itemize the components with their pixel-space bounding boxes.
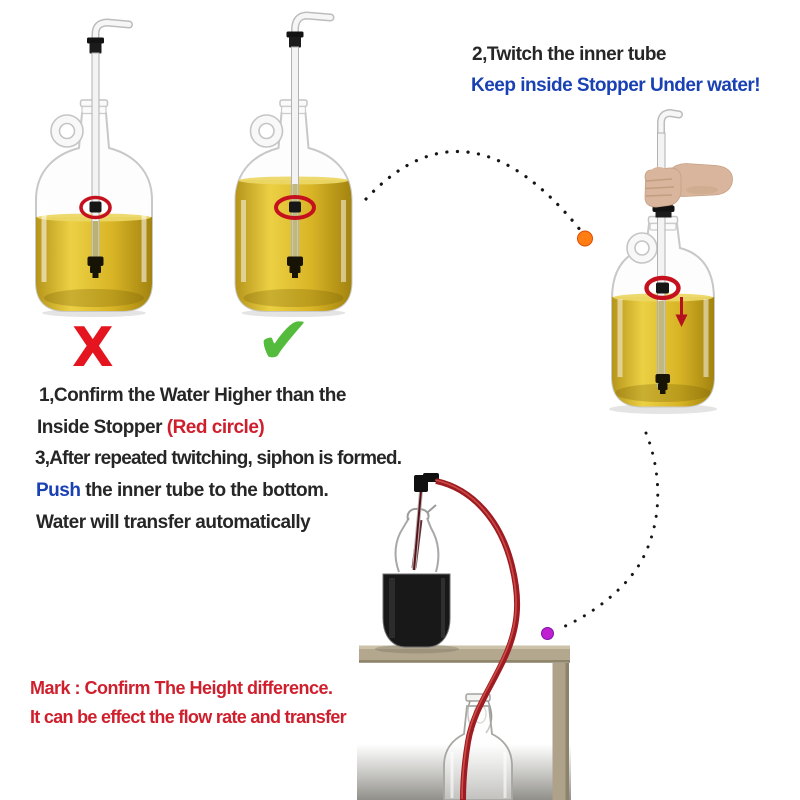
elbow-fitting [423, 473, 439, 482]
table-top [359, 645, 570, 663]
step2-warning: Keep inside Stopper Under water! [471, 75, 761, 96]
jug-twitch [609, 108, 733, 414]
step3-line1: 3,After repeated twitching, siphon is fo… [35, 448, 402, 469]
step3-line3: Water will transfer automatically [36, 512, 311, 533]
dark-liquid-body [382, 573, 451, 648]
jug-a-bottom-stopper [92, 273, 99, 278]
step3-line2: Push the inner tube to the bottom. [36, 480, 329, 502]
jug-b-inside-stopper [289, 201, 301, 213]
jug-b-outer-tube-bend [292, 12, 333, 57]
jug-b-red-circle [274, 195, 316, 220]
finger-lines [645, 178, 675, 197]
step1-line1: 1,Confirm the Water Higher than the [39, 385, 346, 406]
jug-c-cap [655, 211, 672, 218]
step1-line2: Inside Stopper (Red circle) [37, 417, 265, 439]
jug-c-red-circle [644, 275, 681, 301]
jug-low-water [35, 18, 153, 317]
orange-dot [577, 230, 593, 247]
step2-title: 2,Twitch the inner tube [472, 44, 667, 65]
jug-b-bottom-stopper [292, 273, 298, 278]
table-leg [552, 663, 569, 800]
step1-line2-red-circle: (Red circle) [166, 417, 265, 438]
wrong-x-icon: X [72, 316, 114, 379]
jug-a-outer-tube-bend [93, 19, 132, 57]
step3-line2-text: the inner tube to the bottom. [80, 480, 329, 501]
jug-a-inside-stopper [89, 201, 102, 213]
source-jug-dark [382, 473, 451, 648]
racking-cane [413, 490, 422, 571]
jug-a-red-circle [79, 195, 112, 220]
transfer-photo [357, 473, 571, 800]
dotted-arc [364, 149, 583, 233]
step1-line2-text: Inside Stopper [37, 417, 167, 438]
jug-c-inside-stopper [656, 282, 669, 294]
jug-enough-water [234, 11, 353, 317]
jug-b-cap-flange [286, 31, 304, 38]
hand [644, 163, 733, 208]
jug-a-cap-flange [87, 37, 104, 44]
correct-check-icon: ✔ [256, 302, 312, 379]
jug-b-cap [289, 37, 301, 48]
step3-push-highlight: Push [36, 480, 81, 501]
jug-a-cap [89, 43, 102, 54]
mark-note-line2: It can be effect the flow rate and trans… [30, 707, 347, 727]
bottle-body [443, 705, 513, 800]
jug-c-outer-tube-bend [658, 110, 682, 138]
jug-c-bottom-stopper [660, 390, 666, 394]
mark-note-line1: Mark : Confirm The Height difference. [30, 678, 333, 698]
purple-dot [541, 627, 554, 640]
dark-jug-neck [394, 517, 440, 573]
dotted-curve [559, 431, 660, 630]
